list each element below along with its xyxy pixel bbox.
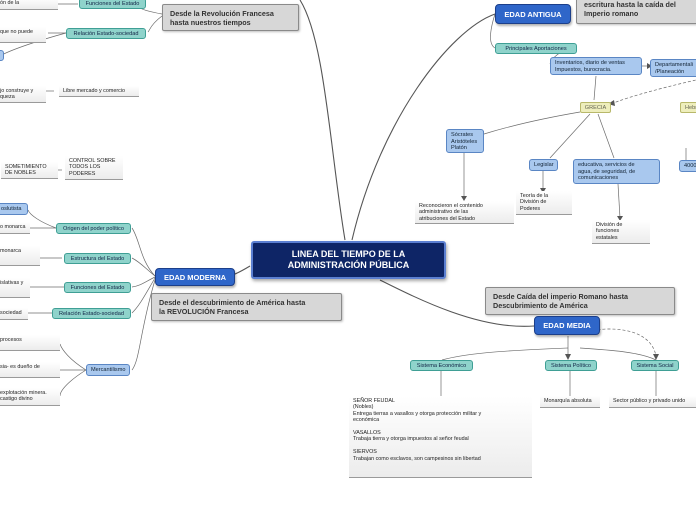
edad-media-note[interactable]: Desde Caída del imperio Romano hasta Des… (485, 287, 675, 315)
control-leaf[interactable]: CONTROL SOBRE TODOS LOS PODERES (65, 156, 123, 180)
teoria-leaf[interactable]: Teoría de la División de Poderes (516, 191, 572, 215)
monarca-leaf-2[interactable]: monarca (0, 246, 40, 266)
mercantilismo-node[interactable]: Mercantilismo (86, 364, 130, 376)
monarquia-leaf[interactable]: Monarquía absoluta (540, 396, 600, 408)
principales-aportaciones[interactable]: Principales Aportaciones (495, 43, 577, 54)
hebreos-node[interactable]: Hebr (680, 102, 696, 113)
de-la-leaf[interactable]: ón de la (0, 0, 58, 10)
feudal-leaf[interactable]: SEÑOR FEUDAL (Nobles) Entrega tierras a … (349, 396, 532, 478)
legislar-node[interactable]: Legislar (529, 159, 558, 171)
socrates-node[interactable]: Sócrates Aristóteles Platón (446, 129, 484, 153)
blue-stub-node[interactable] (0, 50, 4, 61)
edad-antigua-note[interactable]: escritura hasta la caída del Imperio rom… (576, 0, 696, 24)
edad-contemporanea-note[interactable]: Desde la Revolución Francesa hasta nuest… (162, 4, 299, 31)
sociedad-leaf[interactable]: sociedad (0, 308, 28, 320)
funciones-estado-contemporanea[interactable]: Funciones del Estado (79, 0, 146, 9)
construye-leaf[interactable]: jo construye y queza (0, 86, 46, 103)
inventarios-node[interactable]: Inventarios, diario de ventas Impuestos,… (550, 57, 642, 75)
grecia-node[interactable]: GRECIA (580, 102, 611, 113)
sector-leaf[interactable]: Sector público y privado unido (609, 396, 696, 408)
reconocieron-leaf[interactable]: Reconocieron el contenido administrativo… (415, 201, 514, 224)
departamental-node[interactable]: Departamentali /Planeación (650, 59, 696, 77)
central-title[interactable]: LINEA DEL TIEMPO DE LA ADMINISTRACIÓN PÚ… (251, 241, 446, 279)
relacion-estado-moderna[interactable]: Relación Estado-sociedad (52, 308, 131, 319)
funciones-estado-moderna[interactable]: Funciones del Estado (64, 282, 131, 293)
sistema-politico[interactable]: Sistema Político (545, 360, 597, 371)
sometimiento-leaf[interactable]: SOMETIMIENTO DE NOBLES (1, 162, 58, 179)
monarca-leaf-1[interactable]: o monarca (0, 222, 30, 234)
node-4000[interactable]: 4000 (679, 160, 696, 172)
explotacion-leaf[interactable]: explotación minera. castigo divino (0, 388, 60, 406)
division-leaf[interactable]: División de funciones estatales (592, 220, 650, 244)
relacion-estado-contemporanea[interactable]: Relación Estado-sociedad (66, 28, 146, 39)
educativa-node[interactable]: educativa, servicios de agua, de segurid… (573, 159, 660, 184)
absolutista-node[interactable]: oslutista (0, 203, 28, 215)
estructura-estado[interactable]: Estructura del Estado (64, 253, 131, 264)
duenio-leaf[interactable]: sia- es dueño de (0, 362, 60, 378)
no-puede-leaf[interactable]: que no puede (0, 27, 46, 43)
origen-poder[interactable]: Origen del poder político (56, 223, 131, 234)
legislativas-leaf[interactable]: islativas y (0, 278, 30, 298)
sistema-social[interactable]: Sistema Social (631, 360, 679, 371)
sistema-economico[interactable]: Sistema Económico (410, 360, 473, 371)
edad-moderna-note[interactable]: Desde el descubrimiento de América hasta… (151, 293, 342, 321)
edad-moderna-node[interactable]: EDAD MODERNA (155, 268, 235, 286)
edad-antigua-node[interactable]: EDAD ANTIGUA (495, 4, 571, 24)
libre-mercado-leaf[interactable]: Libre mercado y comercio (59, 86, 139, 97)
edad-media-node[interactable]: EDAD MEDIA (534, 316, 600, 335)
procesos-leaf[interactable]: procesos (0, 335, 60, 351)
